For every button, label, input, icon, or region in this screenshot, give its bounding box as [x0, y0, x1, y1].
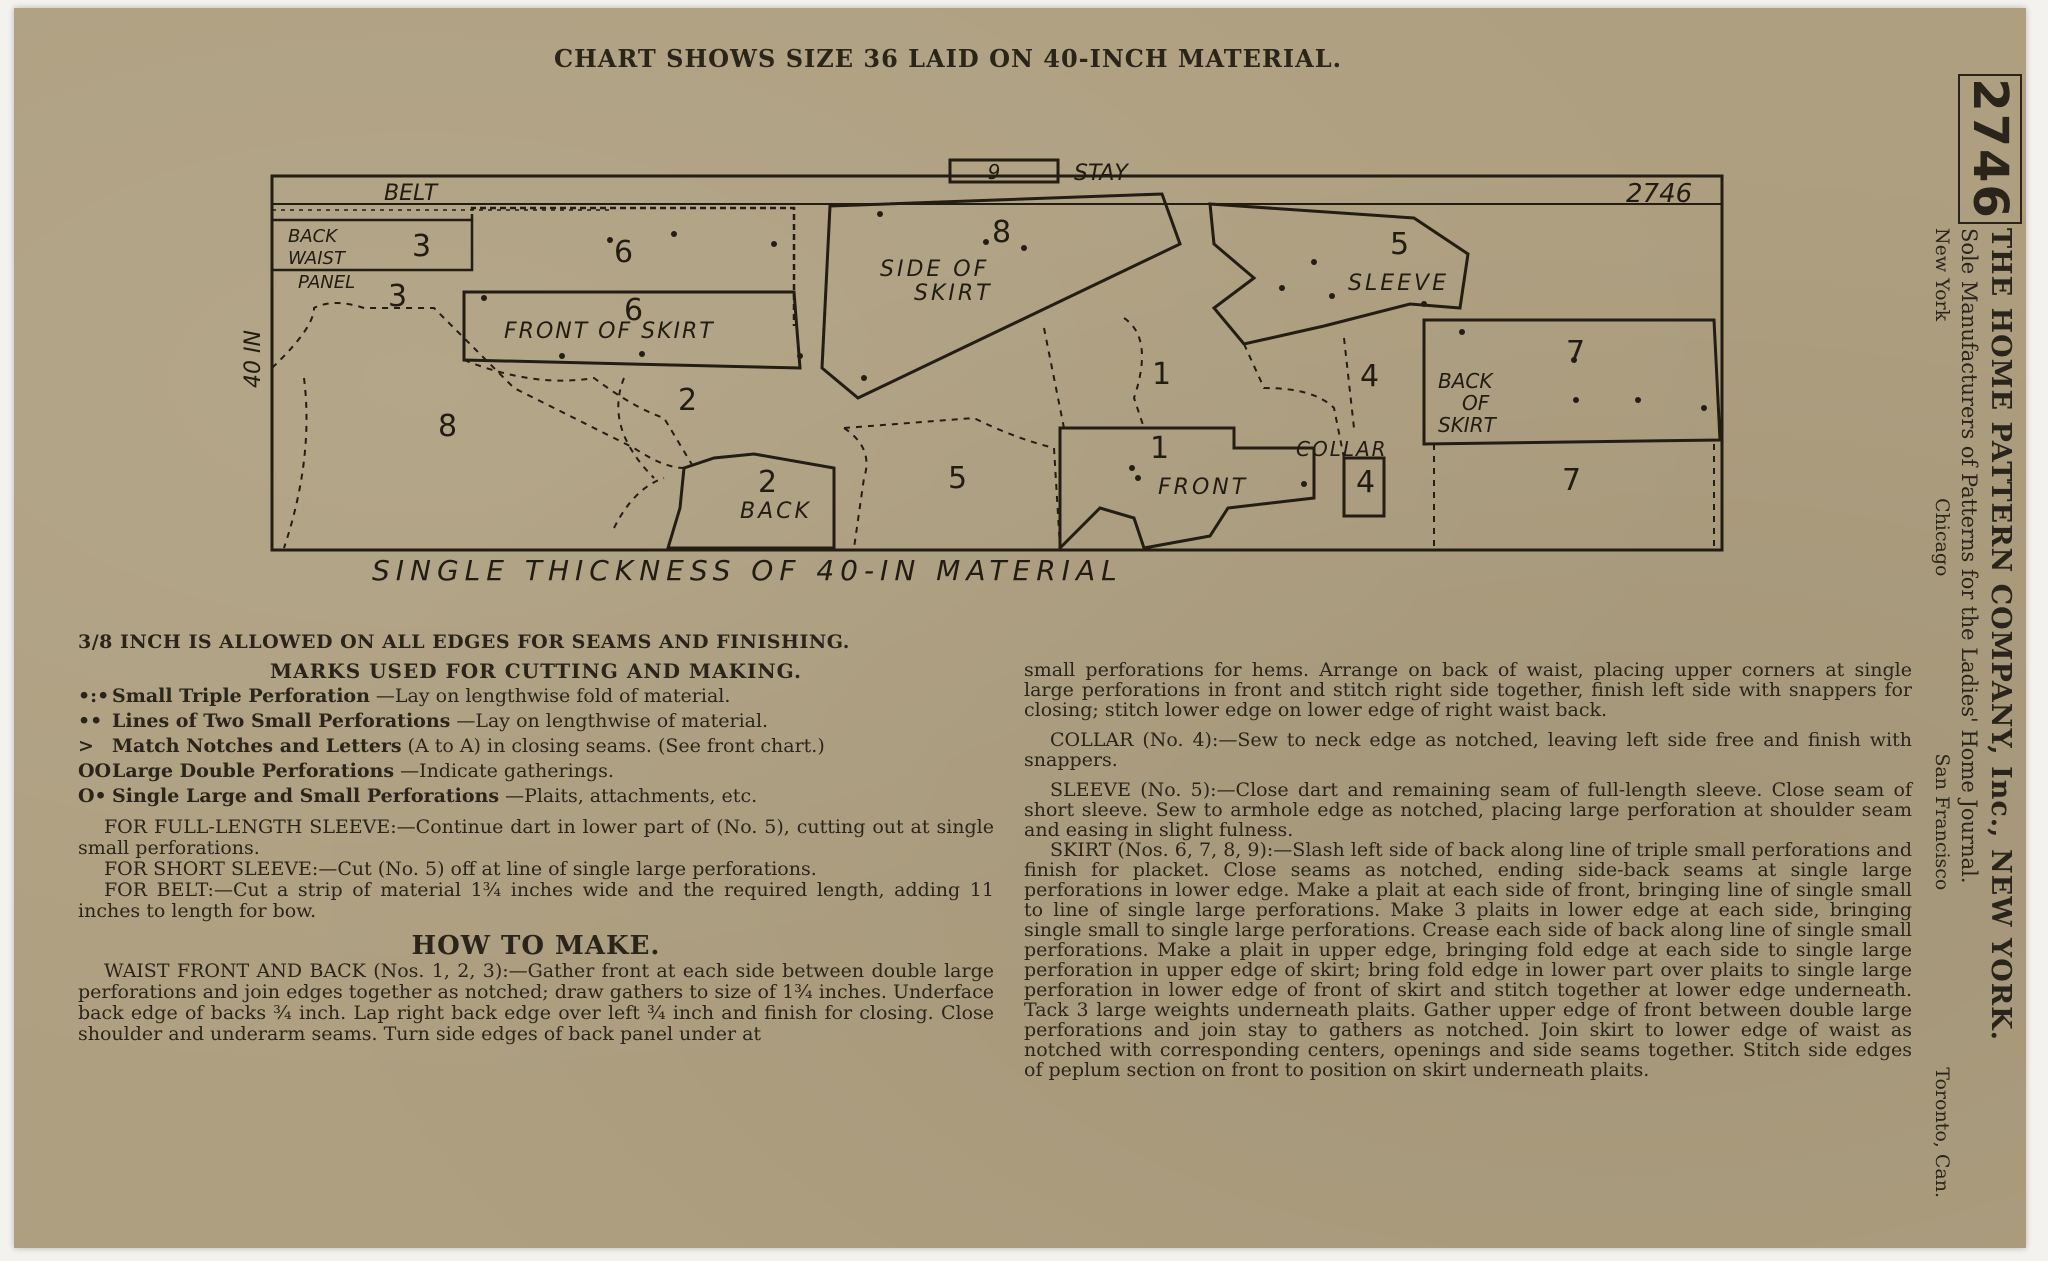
piece-7-top: 7: [1566, 335, 1585, 370]
marks-title: MARKS USED FOR CUTTING AND MAKING.: [270, 659, 802, 683]
back-outline: [665, 452, 836, 550]
front-label: FRONT: [1158, 475, 1248, 500]
mark-double-perforations: OO Large Double Perforations—Indicate ga…: [78, 760, 614, 782]
back-waist-label-3: PANEL: [298, 272, 355, 293]
width-label: 40 IN: [241, 330, 266, 388]
side-of-skirt-outline: [820, 192, 1182, 400]
back-of-skirt-label-1: BACK: [1438, 369, 1494, 393]
sleeve-label: SLEEVE: [1348, 271, 1449, 296]
belt-instructions: FOR BELT:—Cut a strip of material 1¾ inc…: [78, 879, 994, 922]
perforation-marks: [481, 211, 1707, 487]
collar-label: COLLAR: [1296, 437, 1388, 461]
full-sleeve-instructions: FOR FULL-LENGTH SLEEVE:—Continue dart in…: [78, 816, 994, 859]
front-of-skirt-outline: [462, 290, 802, 370]
stay-box: [948, 158, 1060, 184]
front-of-skirt-label: FRONT OF SKIRT: [504, 319, 715, 344]
city-chicago: Chicago: [1931, 498, 1953, 577]
piece-5-bottom: 5: [948, 461, 967, 496]
company-cities: New York Chicago San Francisco Toronto, …: [1931, 228, 1953, 1198]
back-waist-label-2: WAIST: [288, 248, 347, 269]
waist-instructions: WAIST FRONT AND BACK (Nos. 1, 2, 3):—Gat…: [78, 960, 994, 1045]
back-waist-panel: [270, 218, 474, 272]
back-of-skirt-label-3: SKIRT: [1438, 413, 1498, 437]
short-sleeve-instructions: FOR SHORT SLEEVE:—Cut (No. 5) off at lin…: [104, 858, 817, 880]
piece-8-top: 8: [992, 215, 1011, 250]
piece-3-bottom: 3: [388, 279, 407, 314]
pattern-number-box: 2746: [1958, 74, 2022, 224]
back-of-skirt-label-2: OF: [1462, 391, 1490, 415]
piece-2-bottom: 2: [758, 465, 777, 500]
city-new-york: New York: [1931, 228, 1953, 322]
company-block: THE HOME PATTERN COMPANY, Inc., NEW YORK…: [1916, 228, 2016, 1198]
cutting-layout-diagram: BELT 9 STAY 2746 40 IN SINGLE THICKNESS …: [241, 158, 1724, 587]
sleeve-outline: [1208, 202, 1470, 346]
side-of-skirt-label-1: SIDE OF: [880, 257, 989, 282]
pattern-number: 2746: [1962, 78, 2018, 220]
right-text-column: small perforations for hems. Arrange on …: [1024, 660, 1912, 1080]
piece-1-bottom: 1: [1150, 431, 1169, 466]
piece-6-outline: [470, 206, 796, 326]
material-outline: [270, 174, 1724, 552]
pattern-envelope: CHART SHOWS SIZE 36 LAID ON 40-INCH MATE…: [14, 8, 2026, 1248]
stay-label: STAY: [1074, 161, 1129, 186]
notch-symbol: >: [78, 735, 94, 757]
back-label: BACK: [740, 499, 812, 524]
mark-triple-perforation: •:• Small Triple Perforation—Lay on leng…: [78, 685, 731, 707]
sleeve-instructions: SLEEVE (No. 5):—Close dart and remaining…: [1024, 779, 1912, 841]
mark-notches: > Match Notches and Letters(A to A) in c…: [78, 735, 825, 757]
triple-perforation-symbol: •:•: [78, 685, 110, 707]
collar-outline: [1342, 456, 1386, 518]
mark-single-large-small: O• Single Large and Small Perforations—P…: [78, 785, 758, 807]
company-name: THE HOME PATTERN COMPANY, Inc., NEW YORK…: [1985, 228, 2016, 1042]
double-perforation-symbol: OO: [78, 760, 112, 782]
stay-number: 9: [988, 160, 1001, 184]
back-waist-label-1: BACK: [288, 226, 338, 247]
how-to-make-title: HOW TO MAKE.: [411, 931, 661, 961]
skirt-instructions: SKIRT (Nos. 6, 7, 8, 9):—Slash left side…: [1024, 839, 1912, 1081]
layout-pattern-number: 2746: [1626, 179, 1692, 209]
company-subtitle: Sole Manufacturers of Patterns for the L…: [1957, 228, 1981, 884]
piece-4-top: 4: [1360, 359, 1379, 394]
left-text-column: 3/8 INCH IS ALLOWED ON ALL EDGES FOR SEA…: [78, 632, 994, 1045]
piece-7-bottom: 7: [1562, 463, 1581, 498]
city-toronto: Toronto, Can.: [1931, 1067, 1953, 1198]
waist-instructions-cont: small perforations for hems. Arrange on …: [1024, 659, 1912, 721]
seam-allowance-note: 3/8 INCH IS ALLOWED ON ALL EDGES FOR SEA…: [78, 631, 850, 653]
mark-two-small-perforations: •• Lines of Two Small Perforations—Lay o…: [78, 710, 769, 732]
piece-6-top: 6: [614, 235, 633, 270]
piece-3-top: 3: [412, 229, 431, 264]
belt-label: BELT: [384, 181, 439, 206]
collar-instructions: COLLAR (No. 4):—Sew to neck edge as notc…: [1024, 729, 1912, 771]
two-perforations-symbol: ••: [78, 710, 103, 732]
chart-title: CHART SHOWS SIZE 36 LAID ON 40-INCH MATE…: [554, 44, 1342, 73]
city-san-francisco: San Francisco: [1931, 753, 1953, 891]
back-of-skirt-outline: [1422, 318, 1722, 446]
piece-1-top: 1: [1152, 357, 1171, 392]
piece-5-top: 5: [1390, 227, 1409, 262]
piece-2-top: 2: [678, 383, 697, 418]
bottom-label: SINGLE THICKNESS OF 40-IN MATERIAL: [372, 554, 1123, 587]
side-of-skirt-label-2: SKIRT: [914, 281, 993, 306]
single-perforation-symbol: O•: [78, 785, 107, 807]
piece-4-bottom: 4: [1356, 465, 1375, 500]
piece-6-label: 6: [624, 293, 643, 328]
piece-8-bottom: 8: [438, 409, 457, 444]
front-outline: [1058, 426, 1316, 552]
